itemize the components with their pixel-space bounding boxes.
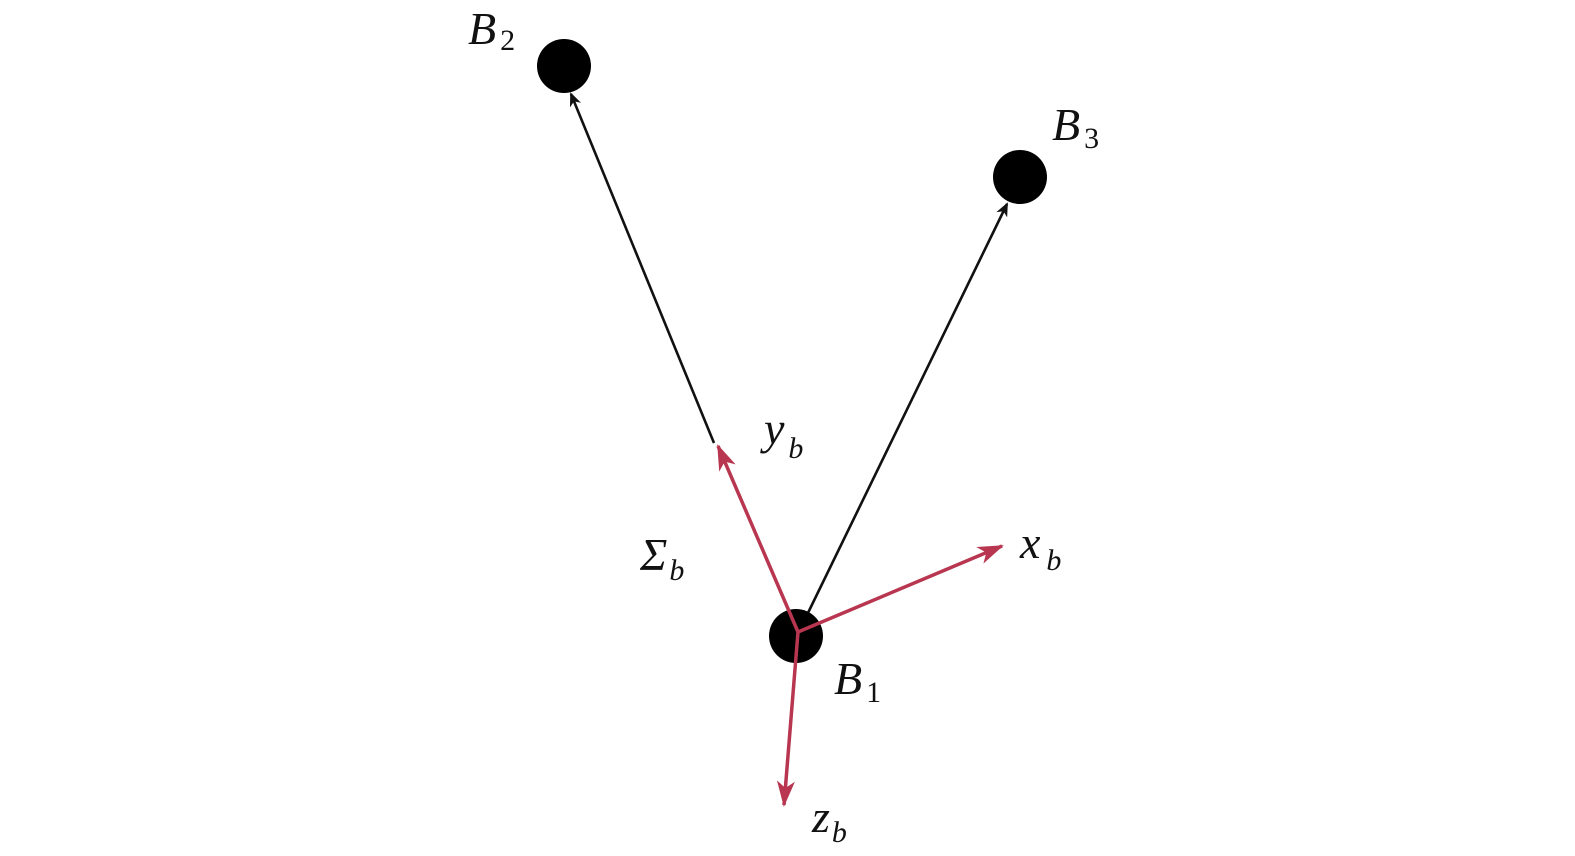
point-b2 bbox=[537, 39, 591, 93]
label-frame-sigma: Σb bbox=[639, 529, 684, 587]
label-axis-z: zb bbox=[811, 791, 847, 849]
axis-x bbox=[797, 544, 1004, 634]
vector-b1-to-b2 bbox=[569, 92, 716, 444]
axis-y bbox=[716, 444, 800, 633]
vector-b1-to-b3 bbox=[804, 202, 1009, 618]
axis-z bbox=[776, 631, 800, 807]
point-b3 bbox=[993, 150, 1047, 204]
